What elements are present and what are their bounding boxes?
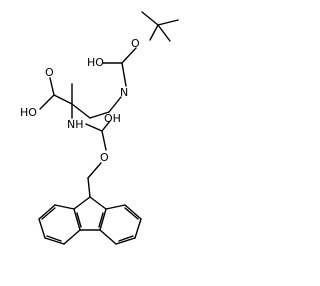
bond-rb-6 — [105, 204, 126, 210]
alpha-carbon — [39, 77, 73, 119]
fmoc-carbamate — [85, 120, 111, 198]
bond-ch2-c9 — [87, 177, 91, 198]
bond-o-c — [121, 47, 137, 64]
bond-lb-d1 — [76, 212, 82, 228]
bond-calpha-cooh — [53, 94, 73, 105]
bond-rb-1 — [99, 208, 107, 231]
bond-lb-3 — [44, 237, 65, 245]
bond-n-ch2 — [108, 96, 122, 113]
bond-rb-2 — [99, 229, 117, 245]
bond-lb-d3 — [41, 207, 56, 220]
bond-tbu-3 — [157, 24, 171, 42]
bond-rb-5 — [124, 204, 142, 220]
bond-c9-left — [73, 196, 91, 210]
fluorene-ring — [38, 196, 142, 245]
bond-lb-6 — [54, 204, 75, 210]
label-fmoc-o: O — [100, 151, 109, 164]
bond-lb-2 — [63, 229, 81, 245]
label-boc-o: O — [131, 37, 140, 50]
bond-ch2-ch2 — [89, 111, 110, 119]
bond-tbu-4 — [149, 24, 159, 41]
bond-lb-5 — [38, 204, 56, 220]
label-acid-oh: HO — [20, 106, 37, 119]
label-acid-o: O — [45, 66, 54, 79]
label-boc-oh: HO — [87, 56, 104, 69]
label-fmoc-nh: NH — [67, 118, 84, 131]
bond-nh-c — [85, 123, 103, 132]
structure-canvas: O HO N O HO NH OH O — [20, 11, 179, 245]
bond-c9-right — [89, 196, 107, 210]
boc-group — [102, 11, 179, 87]
bond-cooh-oh — [39, 94, 55, 110]
bond-c-o — [101, 130, 107, 151]
bond-o-ch2 — [87, 162, 102, 179]
bond-rb-d1 — [98, 212, 104, 228]
bond-lb-4 — [38, 218, 46, 239]
bond-lb-1 — [73, 208, 81, 231]
bond-rb-4 — [134, 218, 142, 239]
bond-rb-d2 — [118, 235, 134, 242]
molecule-drawing: O HO N O HO NH OH O — [20, 11, 179, 245]
side-chain — [71, 96, 122, 119]
bond-ch2-calpha — [71, 103, 91, 119]
bond-carbonyl-n — [121, 62, 127, 87]
bond-tbu-1 — [141, 11, 159, 26]
bond-rb-3 — [115, 237, 136, 245]
bond-tbu-2 — [157, 19, 179, 26]
bond-lb-d2 — [46, 235, 62, 242]
bond-cooh-o — [49, 77, 55, 96]
label-fmoc-oh: OH — [104, 112, 121, 125]
label-carbamate-n: N — [120, 86, 128, 99]
bond-c-oh — [101, 120, 111, 132]
bond-rb-d3 — [124, 207, 139, 220]
